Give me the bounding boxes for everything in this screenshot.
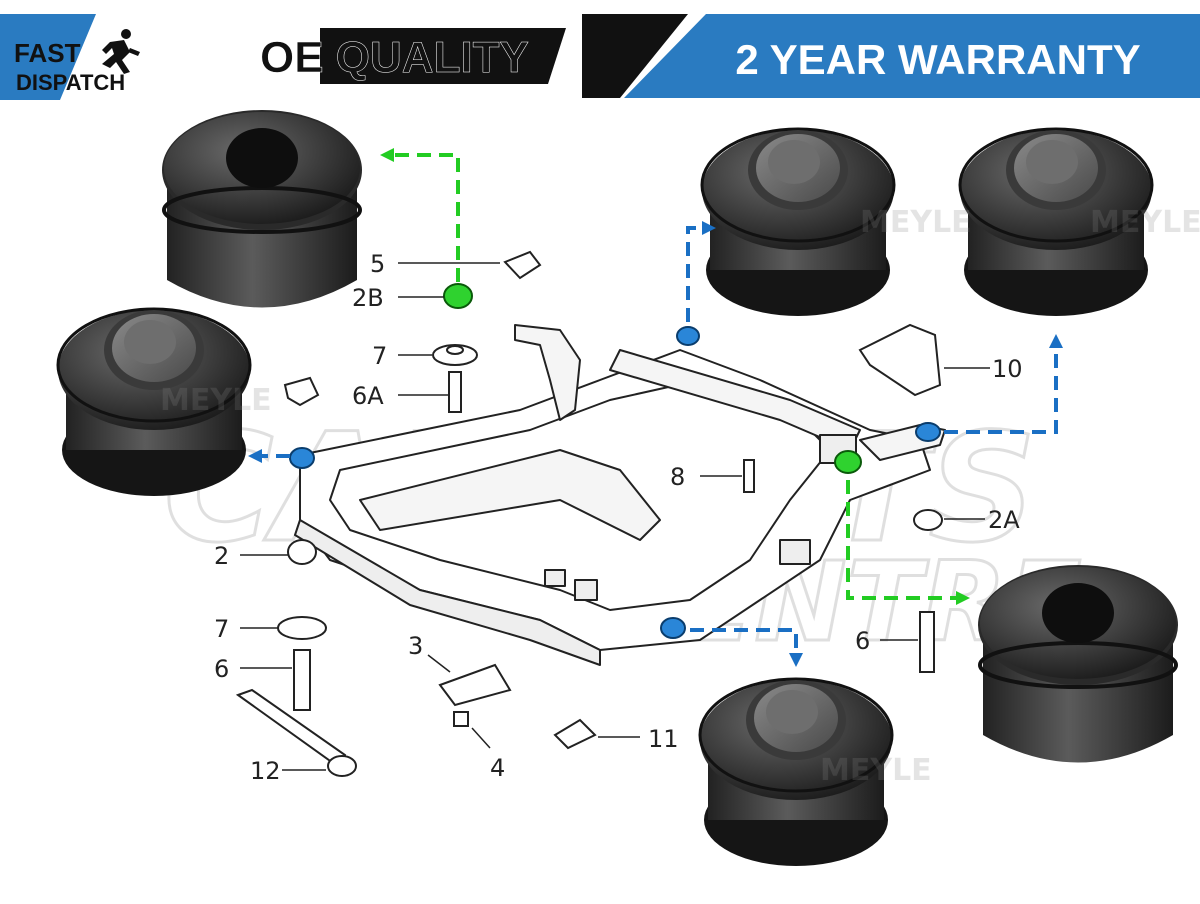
callout-10: 10 bbox=[992, 355, 1023, 383]
callout-7-top: 7 bbox=[372, 342, 387, 370]
part-4 bbox=[453, 711, 469, 727]
part-3 bbox=[438, 663, 512, 707]
mount-blue-right bbox=[915, 422, 941, 442]
meyle-stamp-1: MEYLE bbox=[860, 205, 972, 240]
meyle-stamp-3: MEYLE bbox=[160, 383, 272, 418]
part-10 bbox=[858, 323, 942, 397]
blue-arrow-bottom bbox=[690, 628, 798, 655]
frame-mounts-blue bbox=[289, 326, 941, 639]
running-person-icon bbox=[102, 29, 140, 74]
callout-8: 8 bbox=[670, 463, 685, 491]
frame-mounts-green bbox=[443, 283, 862, 474]
oe-quality-shadow bbox=[320, 28, 566, 84]
mount-green-2b bbox=[443, 283, 473, 309]
green-arrow-right bbox=[846, 480, 958, 600]
meyle-stamp-4: MEYLE bbox=[820, 753, 932, 788]
part-6a bbox=[448, 371, 462, 413]
part-clip-left bbox=[283, 376, 320, 407]
mount-blue-bottom bbox=[660, 617, 686, 639]
callout-3: 3 bbox=[408, 632, 423, 660]
callout-11: 11 bbox=[648, 725, 679, 753]
header-wedge bbox=[582, 14, 688, 98]
meyle-stamps: MEYLE MEYLE MEYLE MEYLE bbox=[160, 205, 1200, 788]
part-12 bbox=[235, 688, 347, 770]
callout-12: 12 bbox=[250, 757, 281, 785]
mount-green-right bbox=[834, 450, 862, 474]
blue-arrows bbox=[260, 226, 1058, 655]
callout-2: 2 bbox=[214, 542, 229, 570]
meyle-stamp-2: MEYLE bbox=[1090, 205, 1200, 240]
bush-top-left bbox=[160, 108, 364, 310]
mount-blue-top bbox=[676, 326, 700, 346]
callout-labels: 5 2B 7 6A 10 8 2A 2 7 6 3 6 11 12 4 bbox=[214, 250, 1023, 785]
callout-5: 5 bbox=[370, 250, 385, 278]
callout-4: 4 bbox=[490, 754, 505, 782]
part-6-left bbox=[293, 649, 311, 711]
bush-bottom-right bbox=[976, 563, 1180, 765]
blue-arrowheads bbox=[248, 221, 1063, 667]
callout-7-bottom: 7 bbox=[214, 615, 229, 643]
header-banner: FAST DISPATCH OE QUALITY 2 YEAR WARRANTY bbox=[0, 14, 1200, 100]
fast-dispatch-panel bbox=[0, 14, 96, 100]
part-8 bbox=[743, 459, 755, 493]
green-arrowheads bbox=[380, 148, 970, 605]
part-5 bbox=[503, 250, 542, 280]
oe-quality-label: OE QUALITY bbox=[260, 33, 529, 82]
mount-blue-left bbox=[289, 447, 315, 469]
part-6-right bbox=[919, 611, 935, 673]
callout-2b: 2B bbox=[352, 284, 384, 312]
green-arrows bbox=[392, 153, 958, 600]
warranty-panel bbox=[624, 14, 1200, 98]
blue-arrow-top bbox=[686, 226, 704, 322]
callout-6a: 6A bbox=[352, 382, 384, 410]
part-2a bbox=[913, 509, 943, 531]
callout-6-right: 6 bbox=[855, 627, 870, 655]
fast-dispatch-line1: FAST bbox=[14, 38, 81, 68]
callout-2a: 2A bbox=[988, 506, 1020, 534]
part-7-bottom bbox=[277, 616, 327, 640]
blue-arrow-right bbox=[944, 346, 1058, 434]
part-2 bbox=[287, 539, 317, 565]
warranty-label: 2 YEAR WARRANTY bbox=[735, 36, 1140, 83]
fast-dispatch-line2: DISPATCH bbox=[16, 70, 125, 95]
leader-lines bbox=[240, 262, 990, 771]
exploded-parts bbox=[235, 250, 943, 777]
subframe bbox=[294, 324, 946, 666]
callout-6-left: 6 bbox=[214, 655, 229, 683]
part-11 bbox=[553, 718, 597, 750]
